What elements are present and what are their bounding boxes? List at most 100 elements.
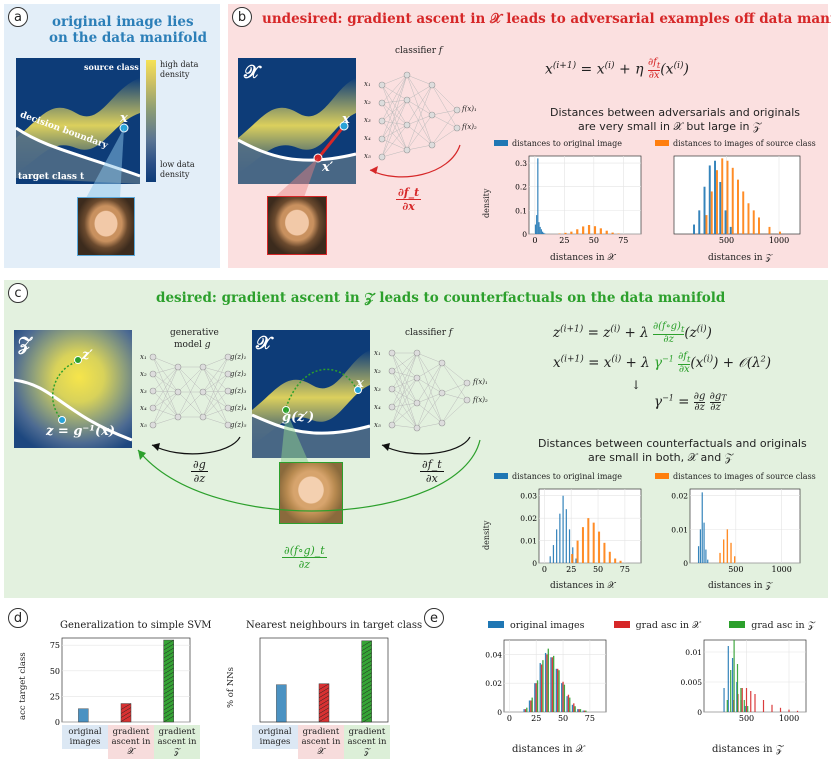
y-tick-label: 0.1 <box>515 206 527 215</box>
x-tick-label: 1000 <box>779 714 799 723</box>
bar-hatch <box>163 647 174 655</box>
panel-a-colorbar <box>146 60 156 182</box>
y-tick-label: 0 <box>532 559 537 568</box>
panel-c-gen-output-2: g(z)₂ <box>230 370 247 378</box>
histogram-bar <box>568 529 571 563</box>
plot-frame <box>538 488 642 564</box>
histogram-bar <box>747 203 750 234</box>
y-tick-label: 0 <box>697 708 702 717</box>
histogram-bar <box>705 215 708 234</box>
bar <box>120 703 132 723</box>
histogram-bar <box>741 688 743 712</box>
histogram-bar <box>726 700 728 712</box>
panel-c-arrows <box>137 436 481 512</box>
panel-c-chart-left-legend: distances to original image <box>494 472 622 481</box>
histogram-bar <box>561 683 563 712</box>
histogram-bar <box>723 688 725 712</box>
histogram-bar <box>531 697 533 712</box>
panel-e-label: e <box>424 608 444 628</box>
histogram-bar <box>524 709 527 712</box>
histogram-bar <box>582 710 584 712</box>
bar-hatch <box>163 663 174 671</box>
panel-a-target-class: target class t <box>18 172 85 182</box>
histogram-bar <box>570 231 573 234</box>
histogram-bar <box>726 529 729 563</box>
panel-d-chart2-cat1: original images <box>252 725 298 749</box>
bar-hatch <box>361 652 372 660</box>
histogram-bar <box>538 222 540 234</box>
bar-hatch <box>361 712 372 720</box>
histogram-bar <box>592 522 595 563</box>
panel-c-cls-input-5: x₅ <box>374 421 381 429</box>
bar-hatch <box>163 651 174 659</box>
histogram-bar <box>565 509 567 563</box>
histogram-bar <box>614 558 617 563</box>
histogram-bar <box>744 706 746 712</box>
histogram-bar <box>535 683 537 712</box>
panel-c-x-space-map <box>251 330 371 470</box>
x-tick-label: 75 <box>618 236 628 245</box>
y-tick-label: 25 <box>50 692 60 701</box>
bar-hatch <box>163 659 174 667</box>
panel-b-label: b <box>232 7 252 27</box>
histogram-bar <box>736 664 739 712</box>
histogram-bar <box>603 542 606 563</box>
panel-c-gen-input-5: x₅ <box>140 421 147 429</box>
y-tick-label: 0.02 <box>485 679 502 688</box>
histogram-bar <box>537 158 539 234</box>
panel-c-eq2: x(i+1) = x(i) + λ γ−1 ∂ft∂x(x(i)) + 𝒪(λ2… <box>553 351 772 375</box>
histogram-bar <box>579 709 582 712</box>
histogram-bar <box>730 670 732 712</box>
bar-hatch <box>361 660 372 668</box>
panel-c-gen-output-5: g(z)₅ <box>230 421 247 429</box>
histogram-bar <box>736 682 738 712</box>
x-tick-label: 50 <box>593 565 603 574</box>
panel-d-chart1-cat2: gradient ascent in 𝒳 <box>108 725 154 759</box>
panel-b-x: x <box>342 112 350 127</box>
panel-c-gen-input-2: x₂ <box>140 370 147 378</box>
histogram-bar <box>551 657 553 712</box>
histogram-bar <box>536 215 538 234</box>
histogram-bar <box>575 558 577 563</box>
histogram-bar <box>724 210 727 234</box>
bar <box>78 708 89 723</box>
x-tick-label: 25 <box>531 714 541 723</box>
panel-c-cls-input-2: x₂ <box>374 367 381 375</box>
legend-swatch-blue <box>494 473 508 479</box>
histogram-bar <box>740 688 742 712</box>
histogram-bar <box>528 700 531 712</box>
histogram-bar <box>719 552 721 563</box>
bar-hatch <box>361 692 372 700</box>
panel-c-gen-label-1: generative <box>170 328 219 338</box>
panel-b-density-map <box>237 58 357 203</box>
panel-b-chart-left-legend: distances to original image <box>494 139 622 148</box>
histogram-bar <box>796 710 799 712</box>
y-tick-label: 0.01 <box>671 525 688 534</box>
panel-a-title-1: original image lies <box>52 14 194 30</box>
legend-swatch-green <box>729 621 746 628</box>
bar-hatch <box>120 707 132 714</box>
y-tick-label: 0.2 <box>515 183 527 192</box>
x-tick-label: 0 <box>507 714 512 723</box>
panel-c-dist-title-2: are small in both, 𝒳 and 𝒵 <box>588 451 734 464</box>
panel-b-input-1: x₁ <box>364 80 371 88</box>
histogram-bar <box>733 640 735 712</box>
bar-hatch <box>318 695 330 702</box>
bar-hatch <box>361 668 372 676</box>
histogram-bar <box>737 179 739 234</box>
bar-hatch <box>120 715 132 722</box>
panel-c-gen-label-2: model g <box>174 340 211 350</box>
panel-c-gen-output-4: g(z)₄ <box>230 404 247 412</box>
panel-b-equation: x(i+1) = x(i) + η ∂ft∂x(x(i)) <box>545 57 689 81</box>
bar-hatch <box>361 644 372 652</box>
panel-a-title-2: on the data manifold <box>49 30 208 46</box>
histogram-bar <box>583 710 586 712</box>
panel-a-x: x <box>120 111 128 126</box>
histogram-bar <box>703 186 706 234</box>
panel-c-cls-input-4: x₄ <box>374 403 381 411</box>
panel-d-chart1-title: Generalization to simple SVM <box>60 620 212 631</box>
panel-c-z-latent-space <box>13 330 133 448</box>
